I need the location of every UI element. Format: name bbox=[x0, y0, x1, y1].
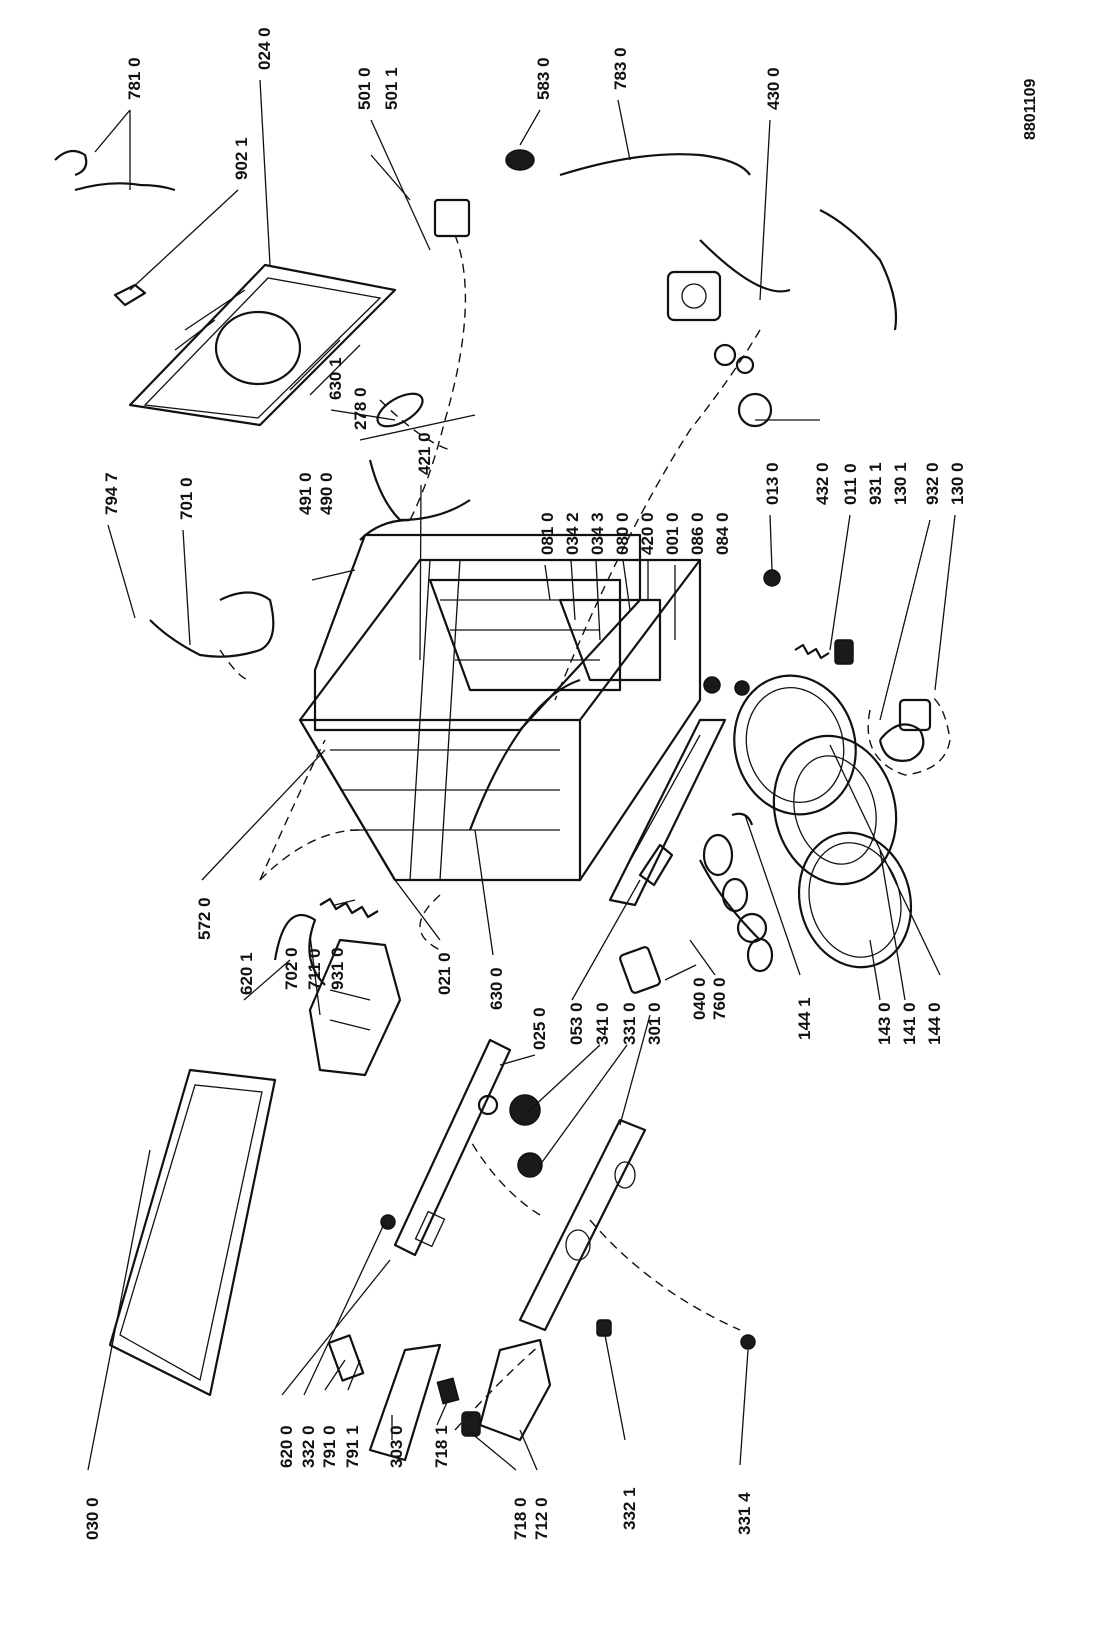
callout-278-0: 278 0 bbox=[351, 387, 370, 430]
callout-794-7: 794 7 bbox=[102, 472, 121, 515]
callout-001-0: 001 0 bbox=[663, 512, 682, 555]
callout-781-0: 781 0 bbox=[125, 57, 144, 100]
callout-501-1: 501 1 bbox=[382, 67, 401, 110]
callout-931-1: 931 1 bbox=[866, 462, 885, 505]
callout-034-3: 034 3 bbox=[588, 512, 607, 555]
callout-491-0: 491 0 bbox=[296, 472, 315, 515]
callout-053-0: 053 0 bbox=[567, 1002, 586, 1045]
top-panel bbox=[128, 263, 397, 427]
callout-143-0: 143 0 bbox=[875, 1002, 894, 1045]
callout-331-0: 331 0 bbox=[620, 1002, 639, 1045]
callout-620-0: 620 0 bbox=[277, 1425, 296, 1468]
callout-572-0: 572 0 bbox=[195, 897, 214, 940]
callout-630-0: 630 0 bbox=[487, 967, 506, 1010]
callout-034-2: 034 2 bbox=[563, 512, 582, 555]
callout-490-0: 490 0 bbox=[317, 472, 336, 515]
pump-assembly bbox=[666, 239, 791, 428]
callout-130-1: 130 1 bbox=[891, 462, 910, 505]
callout-420-0: 420 0 bbox=[638, 512, 657, 555]
callout-760-0: 760 0 bbox=[710, 977, 729, 1020]
callout-301-0: 301 0 bbox=[645, 1002, 664, 1045]
drawing-number: 8801109 bbox=[1022, 78, 1039, 140]
callout-712-0: 712 0 bbox=[532, 1497, 551, 1540]
callout-583-0: 583 0 bbox=[534, 57, 553, 100]
callout-718-1: 718 1 bbox=[432, 1425, 451, 1468]
callout-902-1: 902 1 bbox=[232, 137, 251, 180]
callout-791-0: 791 0 bbox=[320, 1425, 339, 1468]
callout-783-0: 783 0 bbox=[611, 47, 630, 90]
callout-labels: 781 0 902 1 024 0 501 0 501 1 583 0 783 … bbox=[83, 27, 967, 1540]
callout-620-1: 620 1 bbox=[237, 952, 256, 995]
callout-084-0: 084 0 bbox=[713, 512, 732, 555]
hoses bbox=[74, 153, 898, 658]
callout-144-1: 144 1 bbox=[795, 997, 814, 1040]
callout-630-1: 630 1 bbox=[326, 357, 345, 400]
callout-332-0: 332 0 bbox=[299, 1425, 318, 1468]
cabinet-frame bbox=[298, 533, 702, 882]
callout-013-0: 013 0 bbox=[763, 462, 782, 505]
callout-040-0: 040 0 bbox=[690, 977, 709, 1020]
callout-701-0: 701 0 bbox=[177, 477, 196, 520]
callout-024-0: 024 0 bbox=[255, 27, 274, 70]
callout-303-0: 303 0 bbox=[387, 1425, 406, 1468]
callout-791-1: 791 1 bbox=[343, 1425, 362, 1468]
callout-030-0: 030 0 bbox=[83, 1497, 102, 1540]
callout-331-4: 331 4 bbox=[735, 1492, 754, 1535]
callout-421-0: 421 0 bbox=[415, 432, 434, 475]
callout-931-0: 931 0 bbox=[328, 947, 347, 990]
callout-080-0: 080 0 bbox=[613, 512, 632, 555]
callout-141-0: 141 0 bbox=[900, 1002, 919, 1045]
callout-021-0: 021 0 bbox=[435, 952, 454, 995]
worktop bbox=[108, 1068, 277, 1397]
callout-430-0: 430 0 bbox=[764, 67, 783, 110]
callout-341-0: 341 0 bbox=[593, 1002, 612, 1045]
callout-332-1: 332 1 bbox=[620, 1487, 639, 1530]
front-fascia bbox=[518, 1118, 647, 1332]
callout-081-0: 081 0 bbox=[538, 512, 557, 555]
callout-718-0: 718 0 bbox=[511, 1497, 530, 1540]
callout-711-0: 711 0 bbox=[305, 948, 324, 990]
leader-lines bbox=[87, 79, 956, 1471]
callout-025-0: 025 0 bbox=[530, 1007, 549, 1050]
callout-501-0: 501 0 bbox=[355, 67, 374, 110]
control-module bbox=[273, 914, 402, 1077]
callout-011-0: 011 0 bbox=[841, 463, 860, 505]
assembly-lines bbox=[219, 234, 951, 1431]
callout-432-0: 432 0 bbox=[813, 462, 832, 505]
callout-144-0: 144 0 bbox=[925, 1002, 944, 1045]
callout-130-0: 130 0 bbox=[948, 462, 967, 505]
callout-086-0: 086 0 bbox=[688, 512, 707, 555]
small-parts bbox=[54, 149, 932, 1350]
control-panel bbox=[393, 1038, 543, 1257]
callout-702-0: 702 0 bbox=[282, 947, 301, 990]
callout-932-0: 932 0 bbox=[923, 462, 942, 505]
